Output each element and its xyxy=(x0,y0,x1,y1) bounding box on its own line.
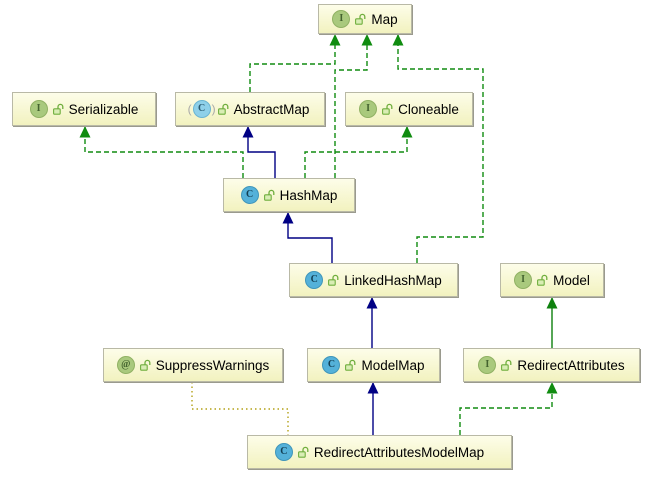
arrowhead-hashmap-map xyxy=(361,34,373,46)
class-icon: C xyxy=(274,443,293,461)
arrowhead-hashmap-serializable xyxy=(79,126,91,138)
interface-icon: I xyxy=(332,10,351,28)
arrowhead-linkedhashmap-map xyxy=(392,34,404,46)
arrowhead-hashmap-cloneable xyxy=(401,126,413,138)
node-redirectattributes[interactable]: ( I ) RedirectAttributes xyxy=(463,348,640,382)
node-hashmap[interactable]: ( C ) HashMap xyxy=(223,178,355,212)
interface-icon: I xyxy=(478,356,497,374)
public-lock-icon xyxy=(297,446,309,458)
node-linkedhashmap[interactable]: ( C ) LinkedHashMap xyxy=(289,263,458,297)
abstract-paren-right: ) xyxy=(211,102,216,116)
public-lock-icon xyxy=(328,274,339,286)
annotation-icon: @ xyxy=(116,356,135,374)
interface-icon: I xyxy=(359,100,378,118)
interface-icon: I xyxy=(514,271,533,289)
node-abstractmap[interactable]: ( C ) AbstractMap xyxy=(175,92,325,126)
public-lock-icon xyxy=(263,189,275,201)
node-model[interactable]: ( I ) Model xyxy=(500,263,604,297)
abstract-paren-left: ( xyxy=(187,102,192,116)
arrowhead-redirectattributes-model xyxy=(546,297,558,309)
arrowhead-redirectattributesmodelmap-modelmap xyxy=(367,382,379,394)
node-suppresswarnings[interactable]: ( @ ) SuppressWarnings xyxy=(103,348,283,382)
arrowhead-abstractmap-map xyxy=(329,34,341,46)
node-label: RedirectAttributes xyxy=(517,357,625,373)
node-label: Cloneable xyxy=(398,101,459,117)
interface-icon: I xyxy=(29,100,48,118)
edge-hashmap-abstractmap xyxy=(247,126,276,178)
arrowhead-hashmap-abstractmap xyxy=(242,126,254,138)
class-icon: C xyxy=(240,186,259,204)
edge-linkedhashmap-map xyxy=(397,34,484,263)
class-icon: C xyxy=(322,356,341,374)
public-lock-icon xyxy=(501,359,512,371)
node-label: HashMap xyxy=(279,187,338,203)
arrowhead-modelmap-linkedhashmap xyxy=(366,297,378,309)
node-label: RedirectAttributesModelMap xyxy=(313,444,485,460)
node-cloneable[interactable]: ( I ) Cloneable xyxy=(345,92,473,126)
node-label: Serializable xyxy=(68,101,139,117)
public-lock-icon xyxy=(217,103,229,115)
node-label: LinkedHashMap xyxy=(344,272,442,288)
node-label: Model xyxy=(553,272,590,288)
public-lock-icon xyxy=(139,359,151,371)
edge-hashmap-serializable xyxy=(84,126,244,178)
node-label: SuppressWarnings xyxy=(155,357,270,373)
public-lock-icon xyxy=(537,274,548,286)
edge-abstractmap-map xyxy=(249,34,336,92)
node-label: AbstractMap xyxy=(233,101,310,117)
edge-suppresswarnings-redirectattributesmodelmap xyxy=(191,382,289,435)
public-lock-icon xyxy=(345,359,356,371)
node-redirectattributesmodelmap[interactable]: ( C ) RedirectAttributesModelMap xyxy=(247,435,512,469)
edge-linkedhashmap-hashmap xyxy=(287,212,333,263)
node-map[interactable]: ( I ) Map xyxy=(318,4,412,34)
public-lock-icon xyxy=(52,103,64,115)
node-modelmap[interactable]: ( C ) ModelMap xyxy=(307,348,440,382)
edge-redirectattributesmodelmap-redirectattributes xyxy=(459,382,553,435)
arrowhead-redirectattributesmodelmap-redirectattributes xyxy=(546,382,558,394)
edge-hashmap-map xyxy=(334,34,368,178)
node-serializable[interactable]: ( I ) Serializable xyxy=(12,92,156,126)
public-lock-icon xyxy=(355,13,366,25)
abstract-class-icon: C xyxy=(192,100,211,118)
node-label: Map xyxy=(371,11,398,27)
node-label: ModelMap xyxy=(361,357,425,373)
class-icon: C xyxy=(305,271,324,289)
public-lock-icon xyxy=(382,103,393,115)
arrowhead-linkedhashmap-hashmap xyxy=(282,212,294,224)
edge-hashmap-cloneable xyxy=(304,126,408,178)
